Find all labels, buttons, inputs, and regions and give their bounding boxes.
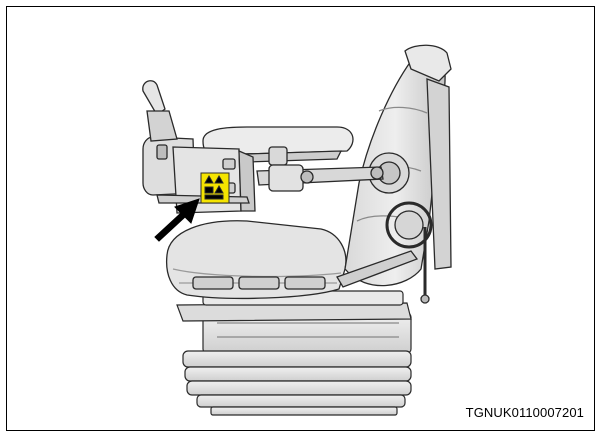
figure-code: TGNUK0110007201	[465, 405, 584, 420]
seat-cushion	[165, 220, 347, 300]
suspension-base	[182, 312, 412, 416]
pointer-arrow	[154, 198, 200, 242]
seat-illustration	[142, 44, 452, 416]
figure-frame: TGNUK0110007201	[6, 6, 595, 431]
warning-label	[200, 172, 230, 204]
armrest-linkage	[256, 164, 384, 192]
